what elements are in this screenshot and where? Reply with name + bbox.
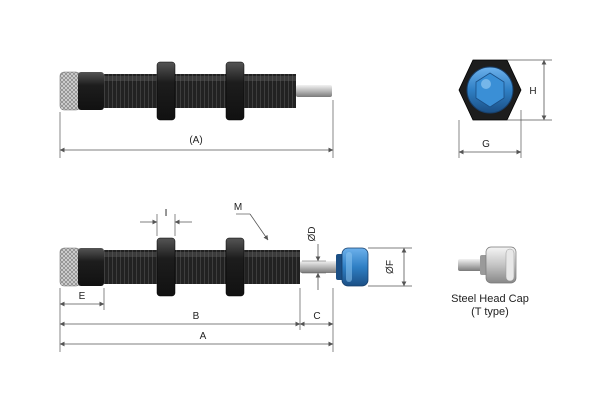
steel-cap-caption-line1: Steel Head Cap — [451, 293, 529, 305]
hex-width-dimension: G — [458, 110, 522, 158]
cap-diameter-dimension: ØF — [368, 247, 412, 287]
bottom-threaded-body — [104, 250, 300, 284]
top-body-highlight — [104, 76, 296, 81]
stroke-label: C — [313, 311, 320, 322]
total-length-label: A — [200, 331, 207, 342]
rod-diameter-dimension: ØD — [302, 227, 326, 290]
steel-head-cap — [458, 246, 517, 284]
bottom-knurled-end — [59, 247, 81, 287]
bottom-lock-nut-right — [225, 237, 245, 297]
end-length-label: E — [79, 291, 86, 302]
top-overall-dimension: (A) — [59, 100, 334, 158]
thread-label: M — [234, 202, 242, 213]
bottom-end-collar — [78, 248, 104, 286]
top-threaded-body — [104, 74, 296, 108]
hex-height-label: H — [529, 86, 536, 97]
hex-width-label: G — [482, 139, 490, 150]
bottom-shock-absorber — [59, 237, 369, 297]
cap-diameter-label: ØF — [385, 260, 396, 274]
end-length-dimension: E — [59, 288, 105, 352]
thread-pitch-label: I — [165, 208, 168, 219]
hex-height-dimension: H — [507, 59, 552, 121]
bottom-rod — [300, 261, 340, 273]
hex-end-view — [458, 59, 522, 121]
top-rod — [296, 85, 332, 97]
top-lock-nut-right — [225, 61, 245, 121]
steel-cap-caption: Steel Head Cap (T type) — [420, 293, 560, 319]
top-knurled-end — [59, 71, 81, 111]
top-lock-nut-left — [156, 61, 176, 121]
stroke-dimension: C — [299, 311, 334, 327]
top-end-collar — [78, 72, 104, 110]
steel-cap-caption-line2: (T type) — [471, 306, 509, 318]
body-length-dimension: B — [59, 288, 334, 352]
thread-leader: M — [234, 202, 269, 241]
bottom-blue-cap — [341, 247, 369, 287]
top-shock-absorber — [59, 61, 332, 121]
body-length-label: B — [193, 311, 200, 322]
total-length-dimension: A — [59, 331, 334, 347]
rod-diameter-label: ØD — [307, 227, 318, 242]
bottom-lock-nut-left — [156, 237, 176, 297]
steel-cap-rod — [458, 259, 484, 271]
top-overall-length-label: (A) — [189, 135, 202, 146]
thread-pitch-dimension: I — [140, 208, 192, 236]
